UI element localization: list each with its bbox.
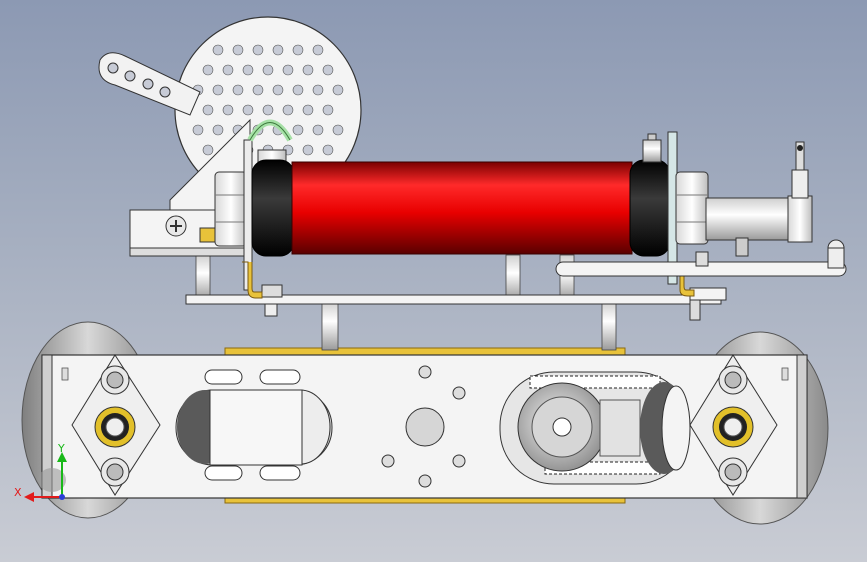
disk-hole <box>302 144 314 156</box>
left-hook-strap <box>242 261 263 299</box>
disk-hole <box>242 104 254 116</box>
right-hex-nut <box>675 171 709 245</box>
disk-hole <box>262 104 274 116</box>
center-bore-hole <box>405 407 445 447</box>
disk-hole <box>252 44 264 56</box>
right-end-cap <box>629 159 671 257</box>
disk-hole <box>222 104 234 116</box>
z-axis-icon <box>59 494 65 500</box>
lever-arm <box>98 52 201 116</box>
cylinder-barrel <box>291 161 633 255</box>
disk-hole <box>322 144 334 156</box>
valve-body <box>705 141 813 257</box>
drive-pulley <box>517 382 641 472</box>
mount-hole-4 <box>418 474 432 488</box>
disk-hole <box>272 44 284 56</box>
disk-hole <box>252 84 264 96</box>
mount-hole-2 <box>452 386 466 400</box>
right-hook-strap <box>674 261 695 297</box>
right-drive-window <box>499 371 691 485</box>
disk-hole <box>292 124 304 136</box>
disk-hole <box>282 64 294 76</box>
air-fitting <box>642 133 662 163</box>
disk-hole <box>232 84 244 96</box>
mount-hole-1 <box>418 365 432 379</box>
disk-hole <box>292 84 304 96</box>
disk-hole <box>272 84 284 96</box>
disk-hole <box>192 124 204 136</box>
pneumatic-cylinder <box>251 159 671 257</box>
disk-hole <box>212 124 224 136</box>
disk-hole <box>312 44 324 56</box>
disk-hole <box>202 144 214 156</box>
disk-hole <box>332 124 344 136</box>
disk-hole <box>222 64 234 76</box>
axis-triad-icon: X Y <box>14 442 67 502</box>
disk-hole <box>312 124 324 136</box>
disk-hole <box>212 44 224 56</box>
disk-hole <box>242 64 254 76</box>
right-bearing-flange <box>689 354 778 496</box>
deck-plate <box>185 284 727 321</box>
disk-hole <box>322 64 334 76</box>
left-hex-nut <box>214 171 248 247</box>
left-end-cap <box>251 159 295 257</box>
disk-hole <box>312 84 324 96</box>
left-roller-window <box>175 369 333 481</box>
mount-hole-5 <box>452 454 466 468</box>
disk-hole <box>202 64 214 76</box>
disk-hole <box>282 104 294 116</box>
disk-hole <box>322 104 334 116</box>
disk-hole <box>262 64 274 76</box>
left-bearing-flange <box>71 354 161 496</box>
y-axis-label: Y <box>57 442 65 455</box>
disk-hole <box>302 64 314 76</box>
disk-hole <box>302 104 314 116</box>
disk-hole <box>212 84 224 96</box>
mount-hole-3 <box>381 454 395 468</box>
disk-hole <box>232 44 244 56</box>
disk-hole <box>202 104 214 116</box>
disk-hole <box>292 44 304 56</box>
x-axis-label: X <box>14 486 22 499</box>
disk-hole <box>332 84 344 96</box>
right-link-bar <box>555 239 847 277</box>
